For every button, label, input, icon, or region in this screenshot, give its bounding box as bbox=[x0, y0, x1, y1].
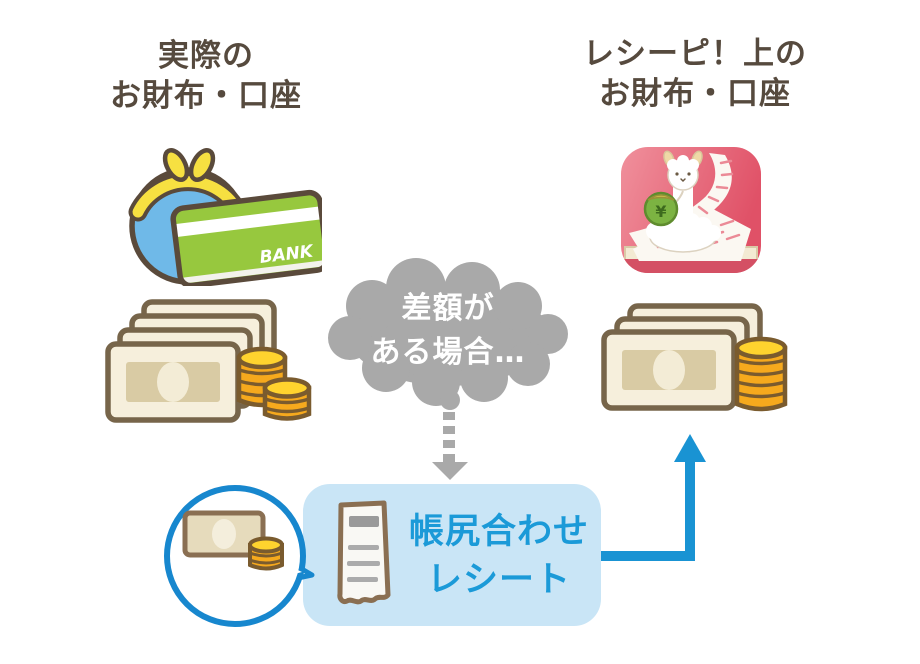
left-title-line1: 実際の bbox=[158, 38, 254, 74]
coin-stack-icon bbox=[262, 377, 312, 421]
adjustment-box-label: 帳尻合わせ レシート bbox=[396, 508, 602, 604]
dashed-down-arrow-icon bbox=[432, 412, 468, 480]
right-title-line1: レシーピ！上の bbox=[583, 36, 807, 72]
cloud-note: 差額が ある場合… bbox=[330, 287, 566, 375]
elbow-up-arrow-icon bbox=[596, 434, 706, 561]
left-title-line2: お財布・口座 bbox=[110, 78, 302, 114]
box-label-line1: 帳尻合わせ bbox=[408, 512, 589, 552]
coin-stack-icon bbox=[248, 536, 284, 571]
cloud-note-line1: 差額が bbox=[401, 291, 495, 326]
thought-cloud bbox=[328, 258, 568, 410]
book-cover-edge bbox=[621, 259, 761, 273]
bank-card-icon: BANK bbox=[170, 189, 322, 286]
receipt-icon bbox=[337, 500, 391, 605]
right-title-line2: お財布・口座 bbox=[599, 76, 791, 112]
box-label-line2: レシート bbox=[426, 560, 571, 600]
right-money-illustration bbox=[601, 303, 788, 412]
alpaca-icon bbox=[646, 150, 721, 253]
money-speech-bubble-icon bbox=[164, 485, 315, 627]
pouch-yen-symbol: ¥ bbox=[655, 202, 666, 221]
cloud-note-line2: ある場合… bbox=[370, 335, 526, 370]
wallet-and-card-illustration: BANK bbox=[128, 148, 322, 286]
banknote-icon bbox=[182, 510, 266, 558]
right-column-title: レシーピ！上の お財布・口座 bbox=[558, 34, 832, 114]
banknote-stack-icon bbox=[601, 303, 763, 411]
left-money-illustration bbox=[105, 299, 312, 423]
coin-stack-icon bbox=[734, 336, 788, 412]
left-column-title: 実際の お財布・口座 bbox=[76, 36, 336, 116]
money-pouch-icon: ¥ bbox=[643, 191, 679, 227]
receipi-app-icon: ¥ bbox=[621, 147, 761, 273]
